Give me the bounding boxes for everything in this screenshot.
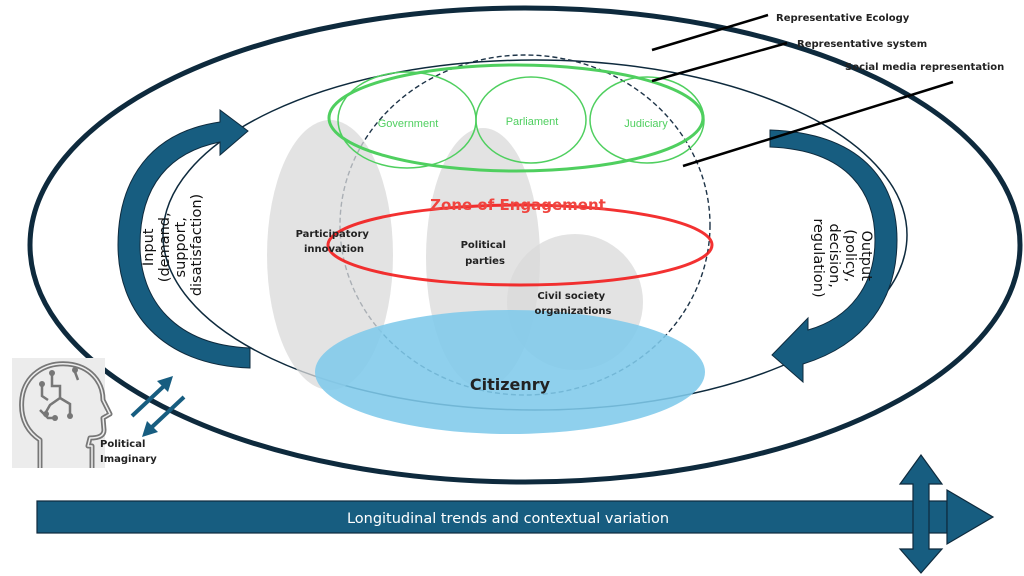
parliament-label: Parliament xyxy=(506,116,559,128)
callout-ecology-label: Representative Ecology xyxy=(776,13,910,24)
institutions-outer-ellipse xyxy=(327,63,705,173)
zone-of-engagement-ellipse xyxy=(326,203,714,287)
social-media-dashed-circle xyxy=(339,54,711,396)
zone-of-engagement-label: Zone of Engagement xyxy=(430,196,606,214)
output-label: Output (policy, decision, regulation) xyxy=(810,218,874,297)
callout-line-ecology xyxy=(651,13,769,52)
head-circuit-icon xyxy=(12,358,113,468)
judiciary-ellipse xyxy=(589,76,705,164)
callout-social-media-label: Social media representation xyxy=(845,62,1004,73)
participatory-innovation-label: Participatory innovation xyxy=(296,229,373,255)
government-label: Government xyxy=(378,118,439,130)
callout-line-system xyxy=(651,41,788,83)
input-label: Input (demand, support, disatisfaction) xyxy=(141,194,205,296)
longitudinal-trends-arrow xyxy=(36,488,995,546)
callout-system-label: Representative system xyxy=(797,39,927,50)
civil-society-label: Civil society organizations xyxy=(535,291,612,317)
parliament-ellipse xyxy=(475,76,587,164)
output-arrow xyxy=(769,129,898,384)
judiciary-label: Judiciary xyxy=(624,118,668,130)
participatory-innovation-blob xyxy=(267,120,393,390)
callout-line-social-media xyxy=(682,80,954,168)
citizenry-label: Citizenry xyxy=(470,375,551,394)
political-parties-label: Political parties xyxy=(461,240,510,267)
contextual-variation-double-arrow xyxy=(898,453,944,574)
political-imaginary-label: Political Imaginary xyxy=(100,439,157,465)
exchange-arrows-icon xyxy=(130,376,186,437)
longitudinal-trends-label: Longitudinal trends and contextual varia… xyxy=(347,511,669,527)
citizenry-ellipse xyxy=(315,310,705,434)
input-arrow xyxy=(117,109,251,369)
representative-ecology-ellipse xyxy=(27,5,1023,485)
